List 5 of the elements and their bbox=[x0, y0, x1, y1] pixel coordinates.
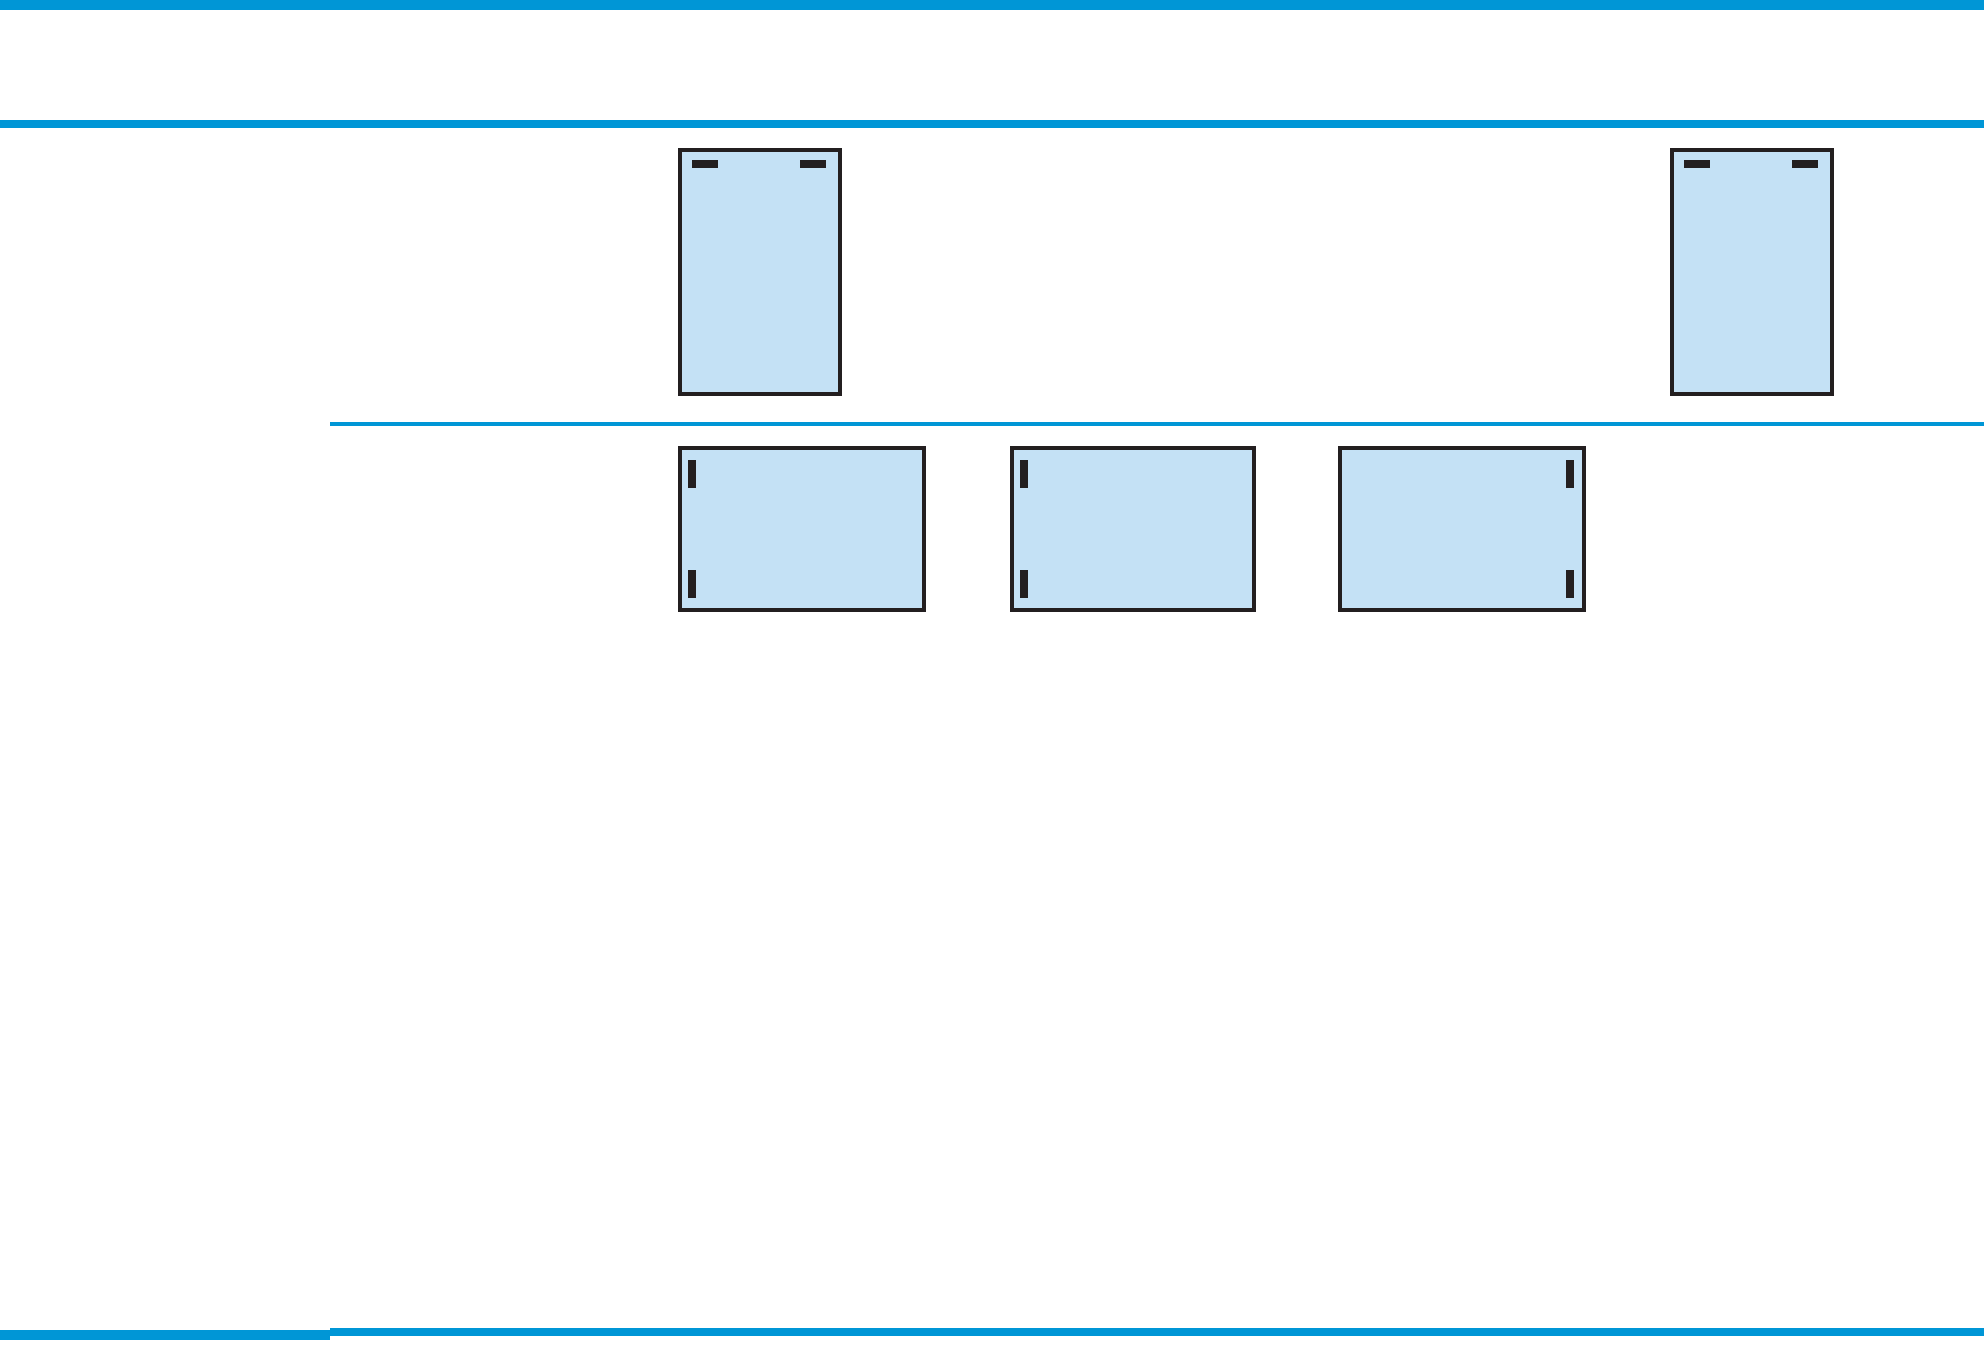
paper-sheet-icon bbox=[678, 148, 842, 396]
paper-sheet-icon bbox=[1670, 148, 1834, 396]
paper-sheet-icon bbox=[1338, 446, 1586, 612]
paper-sheet-icon bbox=[1010, 446, 1256, 612]
paper-sheet-icon bbox=[678, 446, 926, 612]
